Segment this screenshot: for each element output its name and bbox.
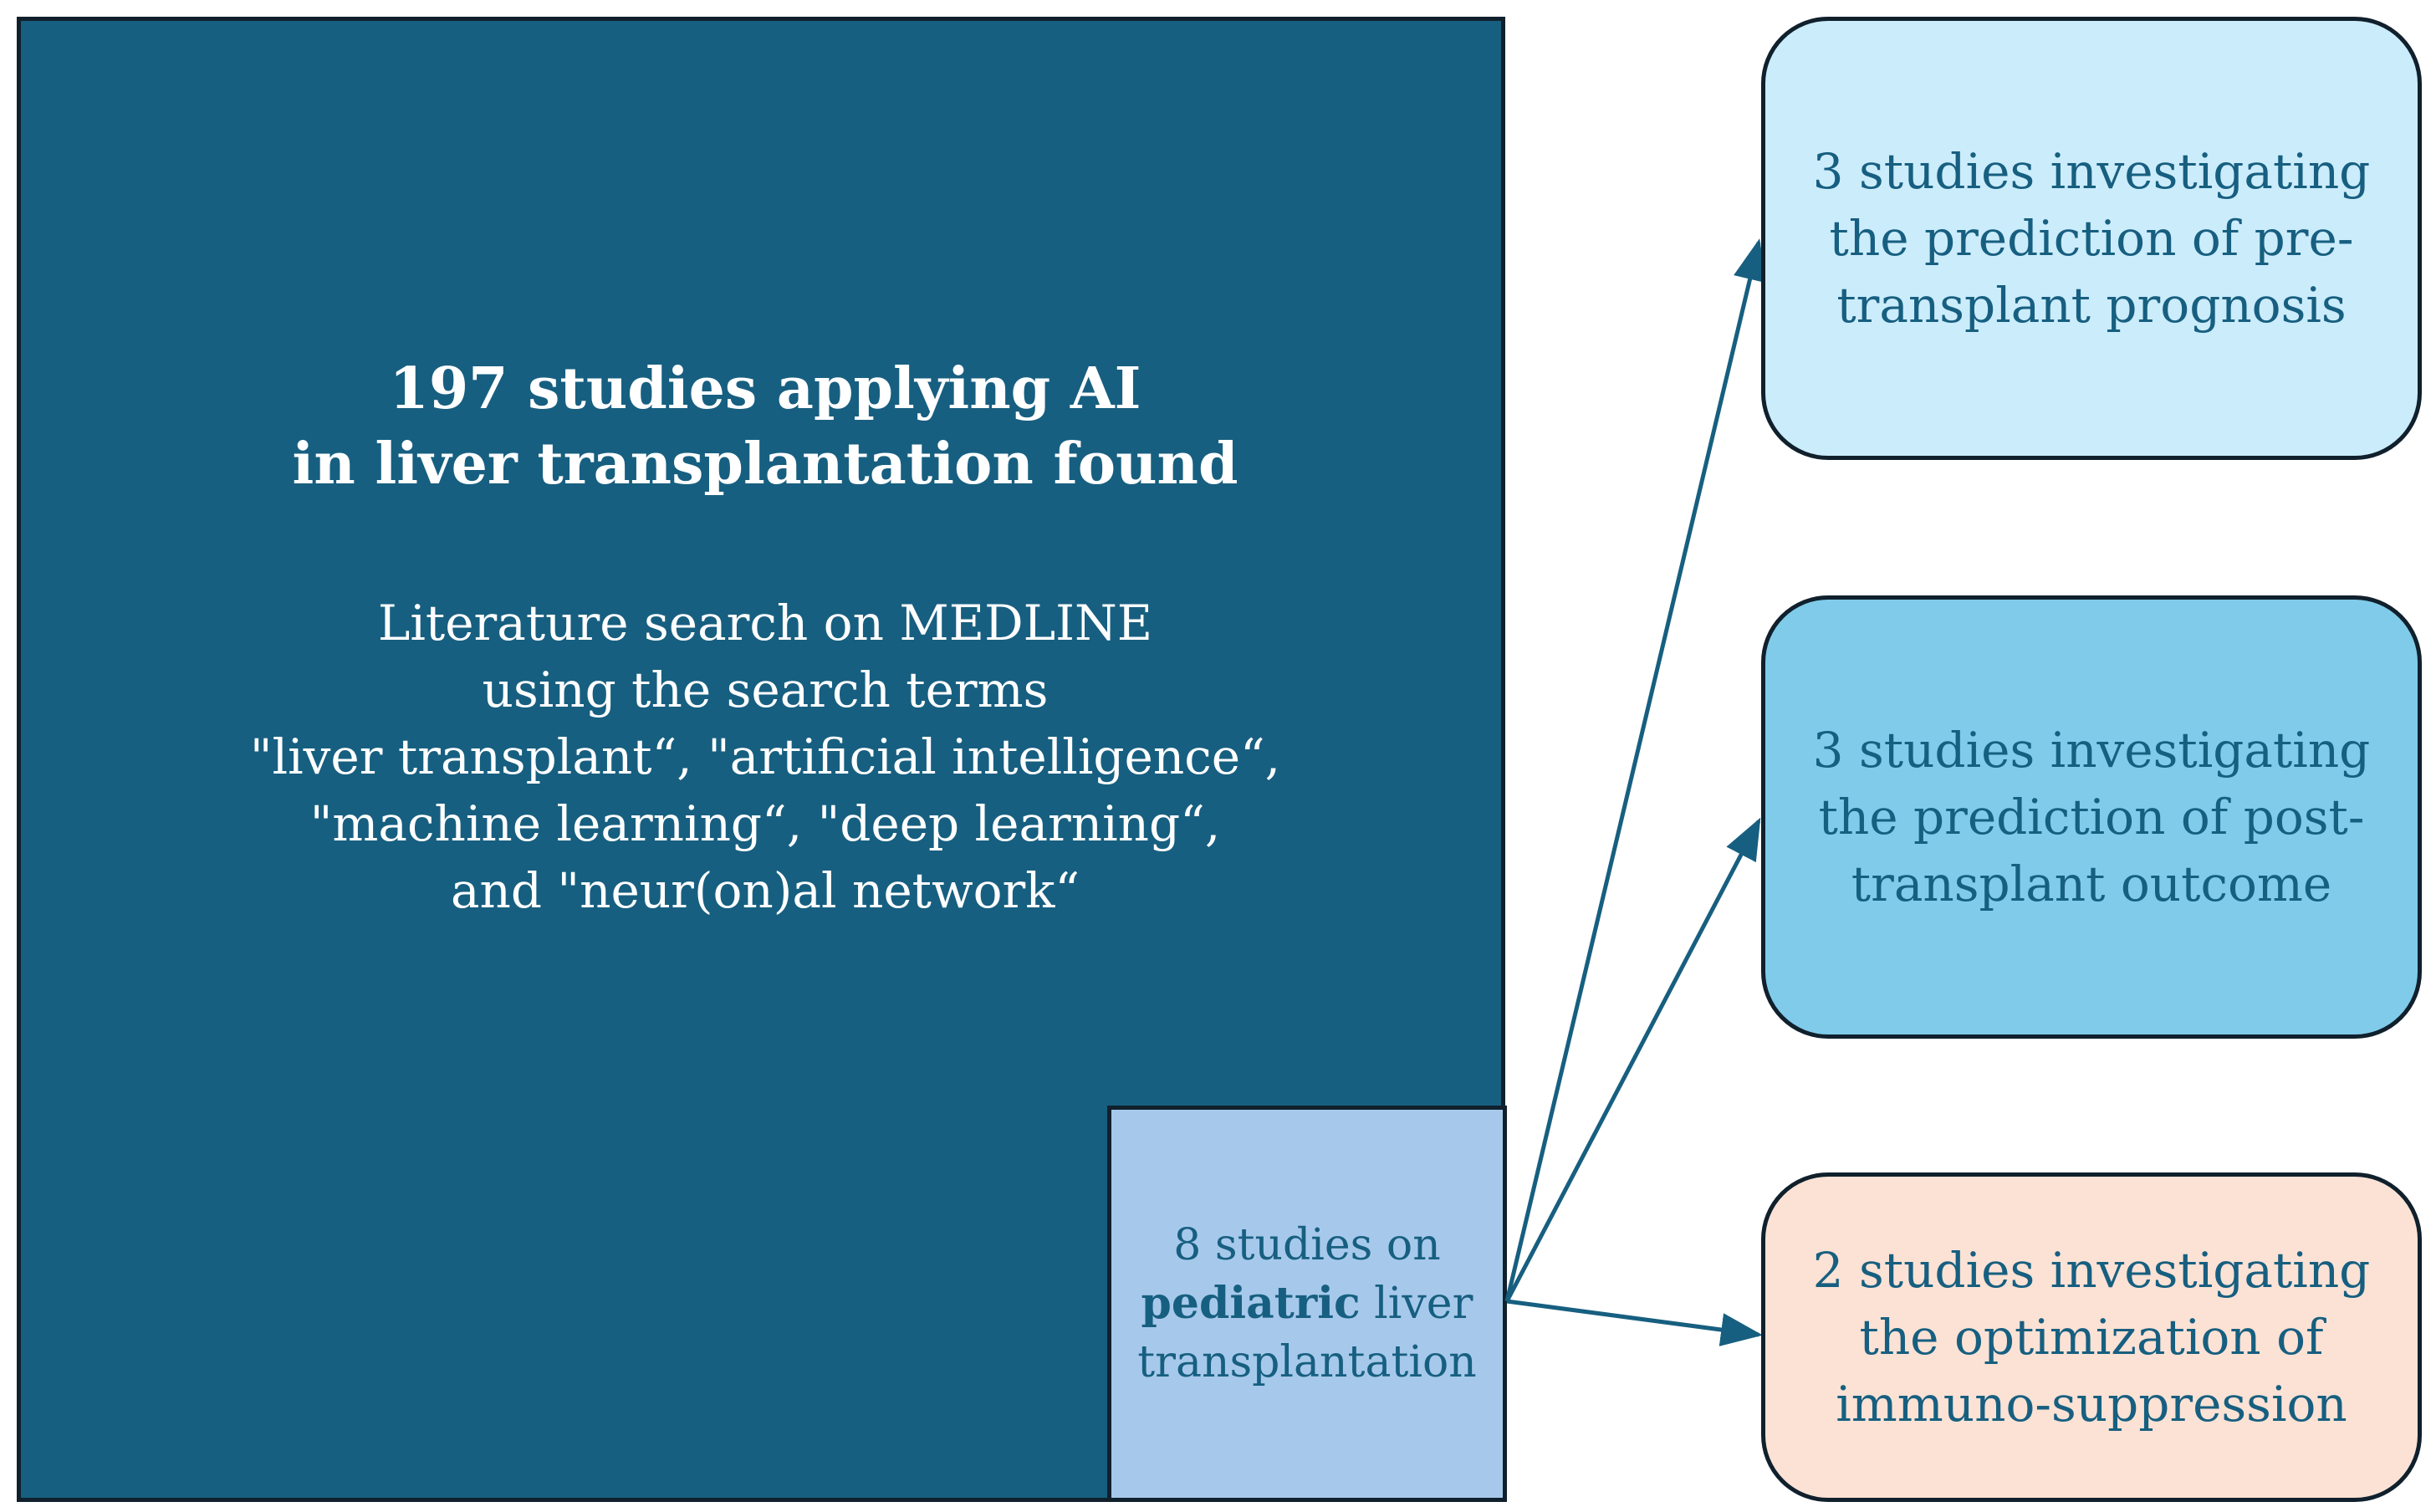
arrow-to-post-transplant: [1504, 817, 1761, 1303]
main-studies-box: 197 studies applying AI in liver transpl…: [17, 17, 1505, 1502]
pediatric-keyword: pediatric: [1141, 1278, 1361, 1329]
post-transplant-outcome-box: 3 studies investigating the prediction o…: [1761, 595, 2422, 1039]
result-2-line-1: 3 studies investigating: [1812, 722, 2371, 779]
result-2-line-2: the prediction of post-: [1818, 789, 2365, 845]
search-description-line-2: using the search terms: [482, 662, 1049, 718]
result-3-line-1: 2 studies investigating: [1812, 1242, 2371, 1299]
result-3-line-2: the optimization of: [1859, 1309, 2324, 1366]
result-2-line-3: transplant outcome: [1851, 856, 2332, 912]
main-title-line-2: in liver transplantation found: [292, 431, 1238, 498]
immunosuppression-box: 2 studies investigating the optimization…: [1761, 1172, 2422, 1502]
main-title: 197 studies applying AI in liver transpl…: [21, 351, 1509, 502]
pediatric-studies-box: 8 studies on pediatric liver transplanta…: [1107, 1106, 1507, 1502]
arrow-to-pre-transplant: [1504, 238, 1767, 1302]
pediatric-line-1: 8 studies on: [1173, 1220, 1441, 1270]
search-description-line-3: "liver transplant“, "artificial intellig…: [249, 728, 1281, 785]
search-description-line-1: Literature search on MEDLINE: [377, 595, 1153, 651]
result-1-line-3: transplant prognosis: [1836, 277, 2347, 334]
result-1-line-1: 3 studies investigating: [1812, 143, 2371, 200]
arrow-to-immunosuppression: [1506, 1299, 1763, 1346]
search-description: Literature search on MEDLINE using the s…: [21, 590, 1509, 924]
search-description-line-4: "machine learning“, "deep learning“,: [309, 795, 1221, 852]
result-3-line-3: immuno-suppression: [1836, 1376, 2347, 1433]
pediatric-line-2: pediatric liver: [1111, 1274, 1503, 1333]
result-1-line-2: the prediction of pre-: [1829, 210, 2354, 267]
search-description-line-5: and "neur(on)al network“: [450, 862, 1080, 919]
main-title-line-1: 197 studies applying AI: [389, 355, 1141, 422]
pre-transplant-prognosis-box: 3 studies investigating the prediction o…: [1761, 17, 2422, 460]
pediatric-line-3: transplantation: [1137, 1337, 1477, 1387]
pediatric-line-2-rest: liver: [1360, 1279, 1473, 1329]
